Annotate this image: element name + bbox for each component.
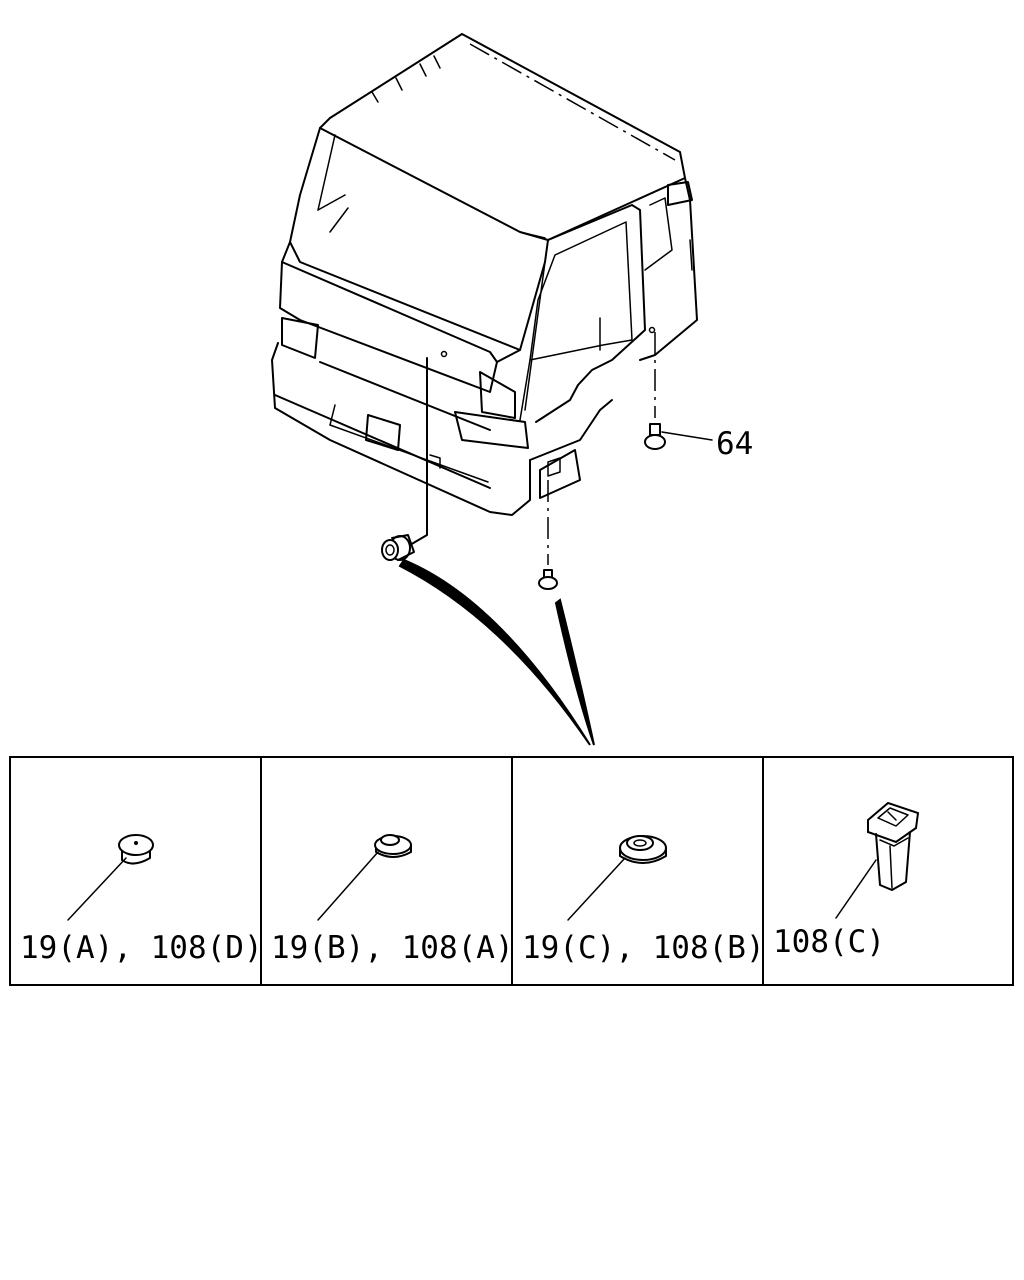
grommet-front [381, 357, 428, 561]
clip-icon [867, 801, 920, 891]
plug-bottom [538, 480, 558, 590]
cell-label: 19(C), 108(B) [522, 930, 765, 966]
grommet-icon [619, 835, 667, 864]
plug-icon [118, 834, 154, 865]
cell-label: 19(A), 108(D) [20, 930, 263, 966]
bolt-side: 64 [644, 332, 753, 462]
table-cell-3: 19(C), 108(B) [522, 835, 765, 966]
grommet-icon [374, 834, 412, 858]
leader-arrows [398, 558, 595, 746]
table-cell-4: 108(C) [773, 801, 920, 960]
cell-label: 108(C) [773, 924, 885, 960]
table-cell-2: 19(B), 108(A) [271, 834, 514, 966]
parts-table: 19(A), 108(D) 19(B), 108(A) 19(C), 108(B… [9, 756, 1014, 986]
cell-label: 19(B), 108(A) [271, 930, 514, 966]
table-cell-1: 19(A), 108(D) [20, 834, 263, 966]
truck-cab-illustration [271, 33, 698, 516]
callout-label-64: 64 [716, 426, 753, 462]
